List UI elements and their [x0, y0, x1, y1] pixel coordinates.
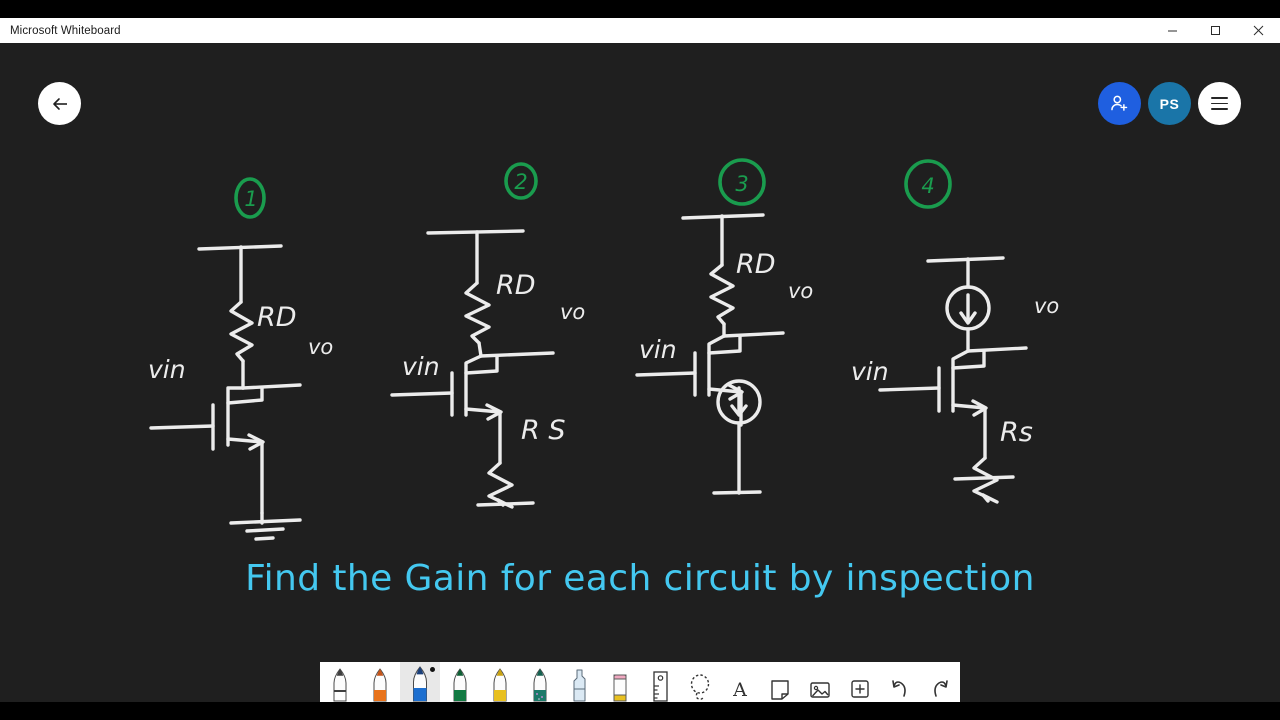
- screen-top-letterbox: [0, 0, 1280, 18]
- pen-toolbar: A: [320, 662, 960, 703]
- tool-pen-black[interactable]: [320, 662, 360, 703]
- tool-pen-blue[interactable]: [400, 662, 440, 703]
- tool-insert[interactable]: [840, 662, 880, 703]
- pen-orange-icon: [373, 668, 387, 702]
- share-button[interactable]: [1098, 82, 1141, 125]
- pen-black-icon: [333, 668, 347, 702]
- back-button[interactable]: [38, 82, 81, 125]
- screen-bottom-letterbox: [0, 702, 1280, 720]
- board-caption: Find the Gain for each circuit by inspec…: [245, 558, 1035, 599]
- lasso-select-icon: [690, 674, 710, 700]
- undo-icon: [892, 680, 906, 697]
- tool-pen-green[interactable]: [440, 662, 480, 703]
- window-title: Microsoft Whiteboard: [10, 24, 121, 37]
- eraser-icon: [613, 674, 627, 702]
- pen-green-icon: [453, 668, 467, 702]
- tool-lasso-select[interactable]: [680, 662, 720, 703]
- tool-ruler[interactable]: [640, 662, 680, 703]
- window-controls: [1151, 18, 1280, 43]
- window-titlebar: Microsoft Whiteboard: [0, 18, 1280, 44]
- menu-button[interactable]: [1198, 82, 1241, 125]
- image-icon: [810, 682, 830, 698]
- tool-pen-orange[interactable]: [360, 662, 400, 703]
- highlighter-icon: [573, 669, 586, 702]
- maximize-button[interactable]: [1194, 18, 1237, 43]
- redo-icon: [934, 680, 948, 697]
- ruler-icon: [653, 671, 668, 702]
- close-button[interactable]: [1237, 18, 1280, 43]
- pen-blue-icon: [413, 666, 427, 702]
- minimize-button[interactable]: [1151, 18, 1194, 43]
- insert-plus-icon: [851, 680, 869, 698]
- add-person-icon: [1111, 95, 1128, 111]
- avatar[interactable]: PS: [1148, 82, 1191, 125]
- hamburger-icon: [1211, 94, 1228, 114]
- tool-highlighter[interactable]: [560, 662, 600, 703]
- tool-redo[interactable]: [920, 662, 960, 703]
- arrow-left-icon: [52, 97, 67, 110]
- whiteboard-canvas[interactable]: [0, 43, 1280, 702]
- selected-indicator-dot: [430, 667, 435, 672]
- tool-image[interactable]: [800, 662, 840, 703]
- tool-pen-yellow[interactable]: [480, 662, 520, 703]
- pen-galaxy-icon: [533, 668, 547, 702]
- svg-text:A: A: [732, 679, 747, 701]
- avatar-initials: PS: [1159, 95, 1180, 112]
- tool-pen-galaxy[interactable]: [520, 662, 560, 703]
- tool-note[interactable]: [760, 662, 800, 703]
- text-icon: A: [732, 679, 747, 701]
- tool-text[interactable]: A: [720, 662, 760, 703]
- note-icon: [771, 680, 789, 700]
- tool-undo[interactable]: [880, 662, 920, 703]
- tool-eraser[interactable]: [600, 662, 640, 703]
- pen-yellow-icon: [493, 668, 507, 702]
